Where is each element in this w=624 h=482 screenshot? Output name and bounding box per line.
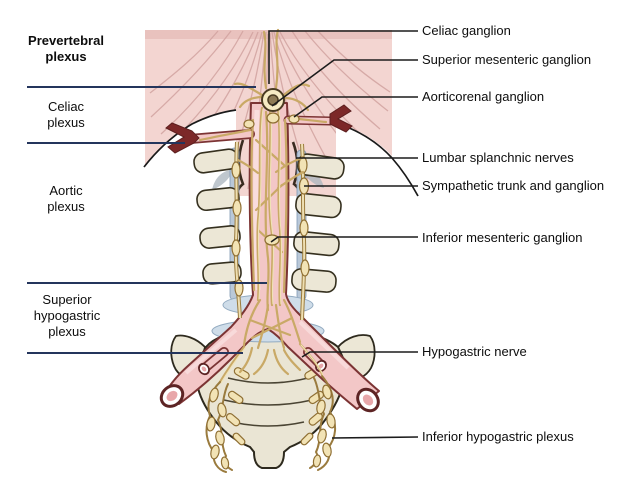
inferior-hypogastric-plexus-left <box>205 381 233 473</box>
sacral-nerve-stubs <box>225 367 325 446</box>
leader-hypogastric-nerve <box>301 351 418 358</box>
label-sympathetic-trunk-and-ganglion: Sympathetic trunk and ganglion <box>422 178 605 193</box>
leader-celiac-ganglion <box>268 30 418 84</box>
label-aorticorenal-ganglion: Aorticorenal ganglion <box>422 89 545 104</box>
label-prevertebral-plexus: Prevertebral plexus <box>28 33 104 64</box>
aorticorenal-ganglion <box>288 114 300 124</box>
leader-lines <box>268 30 419 439</box>
sympathetic-trunk-right <box>298 143 310 321</box>
label-lumbar-splanchnic-nerves: Lumbar splanchnic nerves <box>422 150 574 165</box>
cut-internal-iliac-left <box>198 362 210 376</box>
lumbar-splanchnic-nerve <box>274 156 304 174</box>
leader-superior-mesenteric-ganglion <box>271 59 418 107</box>
prevertebral-nerve-plexus <box>198 28 336 473</box>
label-hypogastric-nerve: Hypogastric nerve <box>422 344 527 359</box>
hypogastric-nerve-left <box>218 345 246 384</box>
label-inferior-hypogastric-plexus: Inferior hypogastric plexus <box>422 429 574 444</box>
label-aortic-plexus: Aortic plexus <box>47 183 85 214</box>
leader-inferior-hypogastric-plexus <box>331 436 419 439</box>
leader-inferior-mesenteric-ganglion <box>270 236 418 243</box>
label-celiac-ganglion: Celiac ganglion <box>422 23 511 38</box>
inferior-hypogastric-plexus-right <box>309 375 336 471</box>
leader-aorticorenal-ganglion <box>293 96 418 118</box>
cut-common-iliac-left <box>159 384 185 408</box>
label-superior-hypogastric-plexus: Superior hypogastric plexus <box>33 292 101 339</box>
superior-mesenteric-ganglion <box>266 112 280 124</box>
label-inferior-mesenteric-ganglion: Inferior mesenteric ganglion <box>422 230 583 245</box>
label-superior-mesenteric-ganglion: Superior mesenteric ganglion <box>422 52 592 67</box>
cut-common-iliac-right <box>356 387 380 413</box>
label-celiac-plexus: Celiac plexus <box>47 99 85 130</box>
left-rule-lines <box>27 86 267 354</box>
inferior-mesenteric-ganglion <box>264 234 280 246</box>
